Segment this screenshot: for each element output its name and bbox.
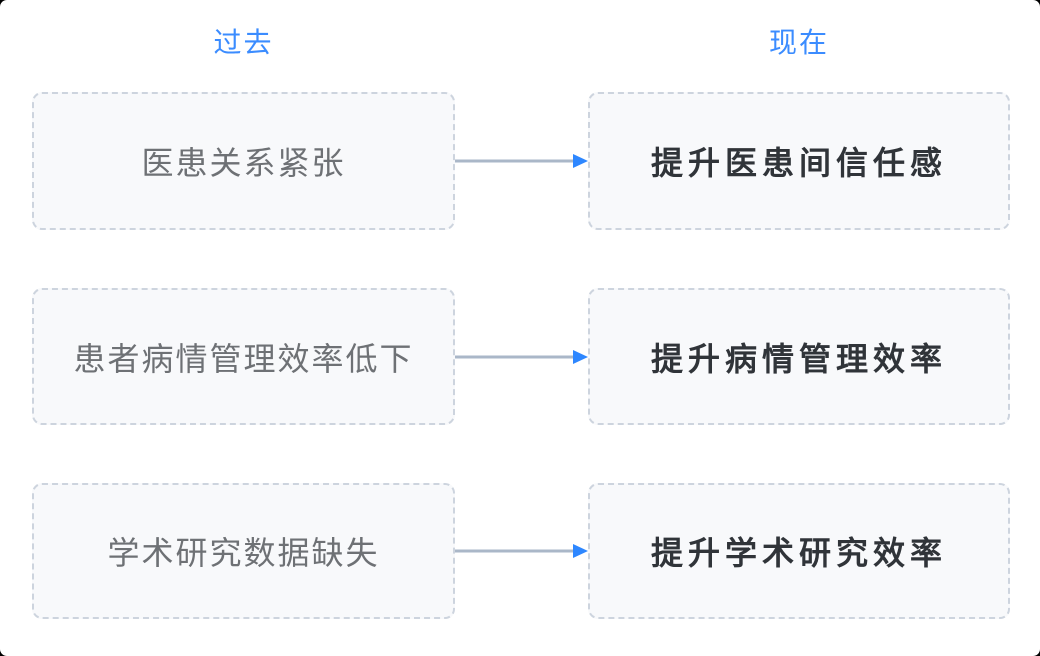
present-box: 提升学术研究效率	[588, 483, 1010, 619]
arrow-right-icon	[455, 349, 588, 365]
past-box-label: 患者病情管理效率低下	[73, 340, 414, 377]
column-header-present: 现在	[768, 27, 829, 58]
present-box-label: 提升医患间信任感	[650, 145, 947, 181]
present-box: 提升医患间信任感	[588, 92, 1010, 230]
past-box-label: 医患关系紧张	[141, 145, 346, 181]
present-box: 提升病情管理效率	[588, 288, 1010, 425]
comparison-row: 医患关系紧张 提升医患间信任感	[32, 92, 1010, 230]
arrow-right-icon	[455, 153, 588, 169]
past-box: 学术研究数据缺失	[32, 483, 455, 619]
column-header-past: 过去	[213, 27, 274, 58]
present-box-label: 提升病情管理效率	[650, 340, 947, 377]
past-box: 患者病情管理效率低下	[32, 288, 455, 425]
past-box-label: 学术研究数据缺失	[107, 535, 380, 571]
present-box-label: 提升学术研究效率	[650, 535, 947, 571]
past-box: 医患关系紧张	[32, 92, 455, 230]
comparison-row: 患者病情管理效率低下 提升病情管理效率	[32, 288, 1010, 425]
arrow-right-icon	[455, 543, 588, 559]
comparison-row: 学术研究数据缺失 提升学术研究效率	[32, 483, 1010, 619]
